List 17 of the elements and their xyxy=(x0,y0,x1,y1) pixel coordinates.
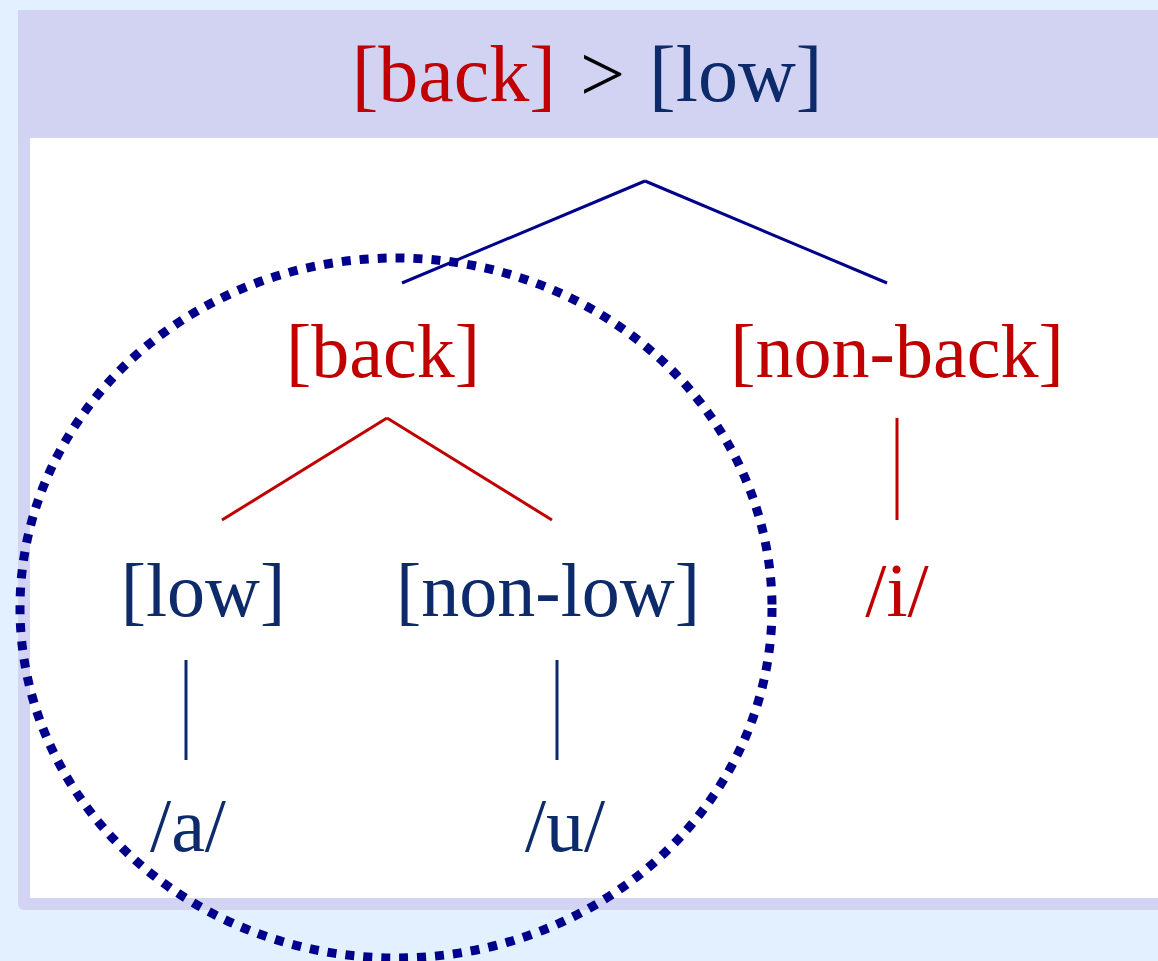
tree-node-label: /a/ xyxy=(150,760,226,890)
tree-branch-line xyxy=(221,416,388,522)
tree-node-label: /u/ xyxy=(524,760,606,890)
tree-branch-line xyxy=(401,179,646,285)
heading-text: > xyxy=(579,34,626,114)
tree-branch-line xyxy=(386,416,553,522)
tree-branch-line xyxy=(644,179,888,285)
tree-node-label: /i/ xyxy=(865,520,929,660)
heading-text: [low] xyxy=(649,34,823,114)
heading-text: [back] xyxy=(351,34,556,114)
tree-branch-line xyxy=(184,660,188,760)
tree-branch-line xyxy=(555,660,559,760)
tree-node-label: [back] xyxy=(285,283,481,418)
tree-branch-line xyxy=(895,418,899,520)
tree-node-label: [low] xyxy=(120,520,286,660)
tree-node-label: [non-low] xyxy=(396,520,700,660)
tree-node-label: [non-back] xyxy=(730,283,1064,418)
